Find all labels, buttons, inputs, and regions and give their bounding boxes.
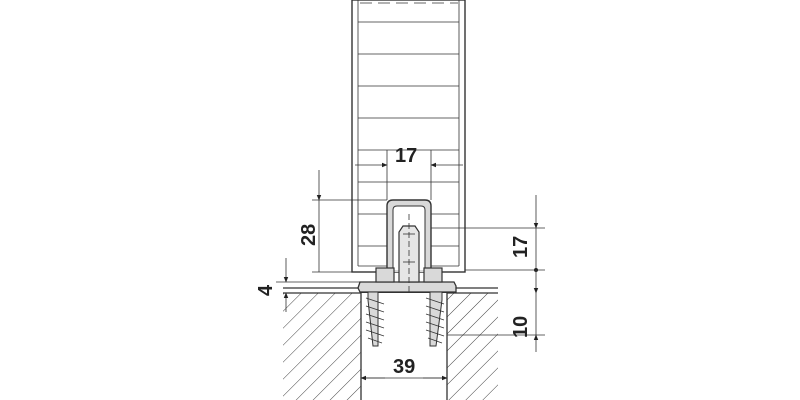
- dimension-label-right-height: 17: [510, 236, 532, 258]
- anchor-right: [425, 291, 445, 347]
- dimension-base-width: 39: [360, 356, 448, 381]
- dimension-label-floor-depth: 10: [510, 316, 532, 338]
- dimension-label-base-width: 39: [393, 356, 415, 378]
- anchor-left: [365, 291, 385, 347]
- dimension-floor-depth: 10: [447, 270, 545, 352]
- dimension-label-top-width: 17: [395, 145, 417, 167]
- floor-guide: [357, 199, 457, 293]
- dimension-label-left-height: 28: [298, 224, 320, 246]
- dimension-label-gap: 4: [255, 284, 277, 296]
- dimension-left-height: 28: [298, 170, 387, 273]
- dimension-top-width: 17: [355, 145, 463, 200]
- dimension-right-height: 17: [431, 195, 545, 272]
- dimension-gap: 4: [255, 258, 360, 312]
